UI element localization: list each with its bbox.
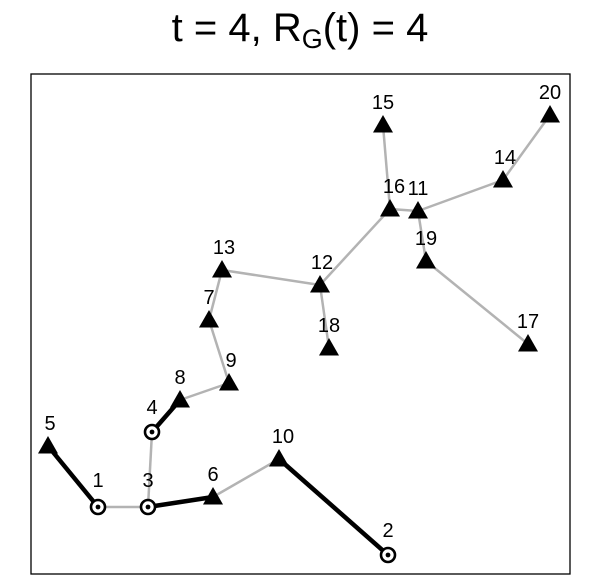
node-12-triangle-marker (310, 275, 330, 293)
node-label-3: 3 (142, 470, 153, 492)
plot-frame (30, 73, 571, 575)
node-label-10: 10 (272, 426, 294, 448)
node-5-triangle-marker (38, 436, 58, 454)
node-label-20: 20 (539, 82, 561, 104)
node-20-triangle-marker (540, 105, 560, 123)
node-6-triangle-marker (203, 487, 223, 505)
edge-12-16 (319, 208, 391, 286)
node-label-1: 1 (92, 470, 103, 492)
edge-6-10 (212, 457, 280, 499)
node-label-14: 14 (494, 147, 516, 169)
edge-3-4 (146, 431, 154, 508)
node-15-triangle-marker (373, 115, 393, 133)
node-label-18: 18 (318, 315, 340, 337)
node-label-11: 11 (408, 178, 429, 200)
node-3-circle-marker (139, 498, 157, 516)
edge-3-6 (147, 494, 214, 510)
nodes-layer (38, 105, 560, 564)
edges-layer (46, 114, 552, 557)
edge-14-20 (501, 114, 552, 181)
node-label-6: 6 (207, 464, 218, 486)
edge-11-19 (416, 210, 428, 262)
node-label-13: 13 (213, 237, 235, 259)
edge-8-9 (179, 381, 230, 402)
node-13-triangle-marker (212, 260, 232, 278)
node-7-triangle-marker (199, 310, 219, 328)
edge-13-12 (221, 268, 321, 287)
node-label-2: 2 (382, 520, 393, 542)
title-suffix: (t) = 4 (322, 6, 429, 50)
node-17-triangle-marker (518, 334, 538, 352)
edge-1-5 (46, 444, 100, 509)
edge-19-17 (425, 260, 529, 345)
edge-7-13 (207, 269, 224, 321)
node-label-19: 19 (415, 228, 437, 250)
node-label-8: 8 (174, 367, 185, 389)
node-label-7: 7 (203, 287, 214, 309)
edge-12-18 (318, 284, 331, 349)
node-11-triangle-marker (408, 201, 428, 219)
node-16-triangle-marker (380, 199, 400, 217)
edge-9-7 (207, 319, 231, 384)
title-prefix: t = 4, R (171, 6, 302, 50)
node-14-triangle-marker (493, 170, 513, 188)
node-19-triangle-marker (416, 251, 436, 269)
node-label-5: 5 (44, 413, 55, 435)
edge-11-14 (417, 178, 504, 213)
edge-10-2 (277, 457, 390, 557)
node-9-triangle-marker (219, 373, 239, 391)
node-label-12: 12 (311, 252, 333, 274)
node-label-15: 15 (372, 92, 394, 114)
node-10-triangle-marker (269, 449, 289, 467)
title-subscript: G (301, 24, 323, 54)
node-8-triangle-marker (170, 390, 190, 408)
node-2-circle-marker (379, 546, 397, 564)
node-18-triangle-marker (319, 338, 339, 356)
node-label-4: 4 (146, 397, 157, 419)
node-4-circle-marker (143, 423, 161, 441)
node-1-circle-marker (89, 498, 107, 516)
node-label-17: 17 (517, 311, 539, 333)
node-label-16: 16 (383, 176, 405, 198)
plot-title: t = 4, RG(t) = 4 (0, 6, 600, 55)
edge-16-15 (381, 124, 392, 210)
node-label-9: 9 (225, 350, 236, 372)
